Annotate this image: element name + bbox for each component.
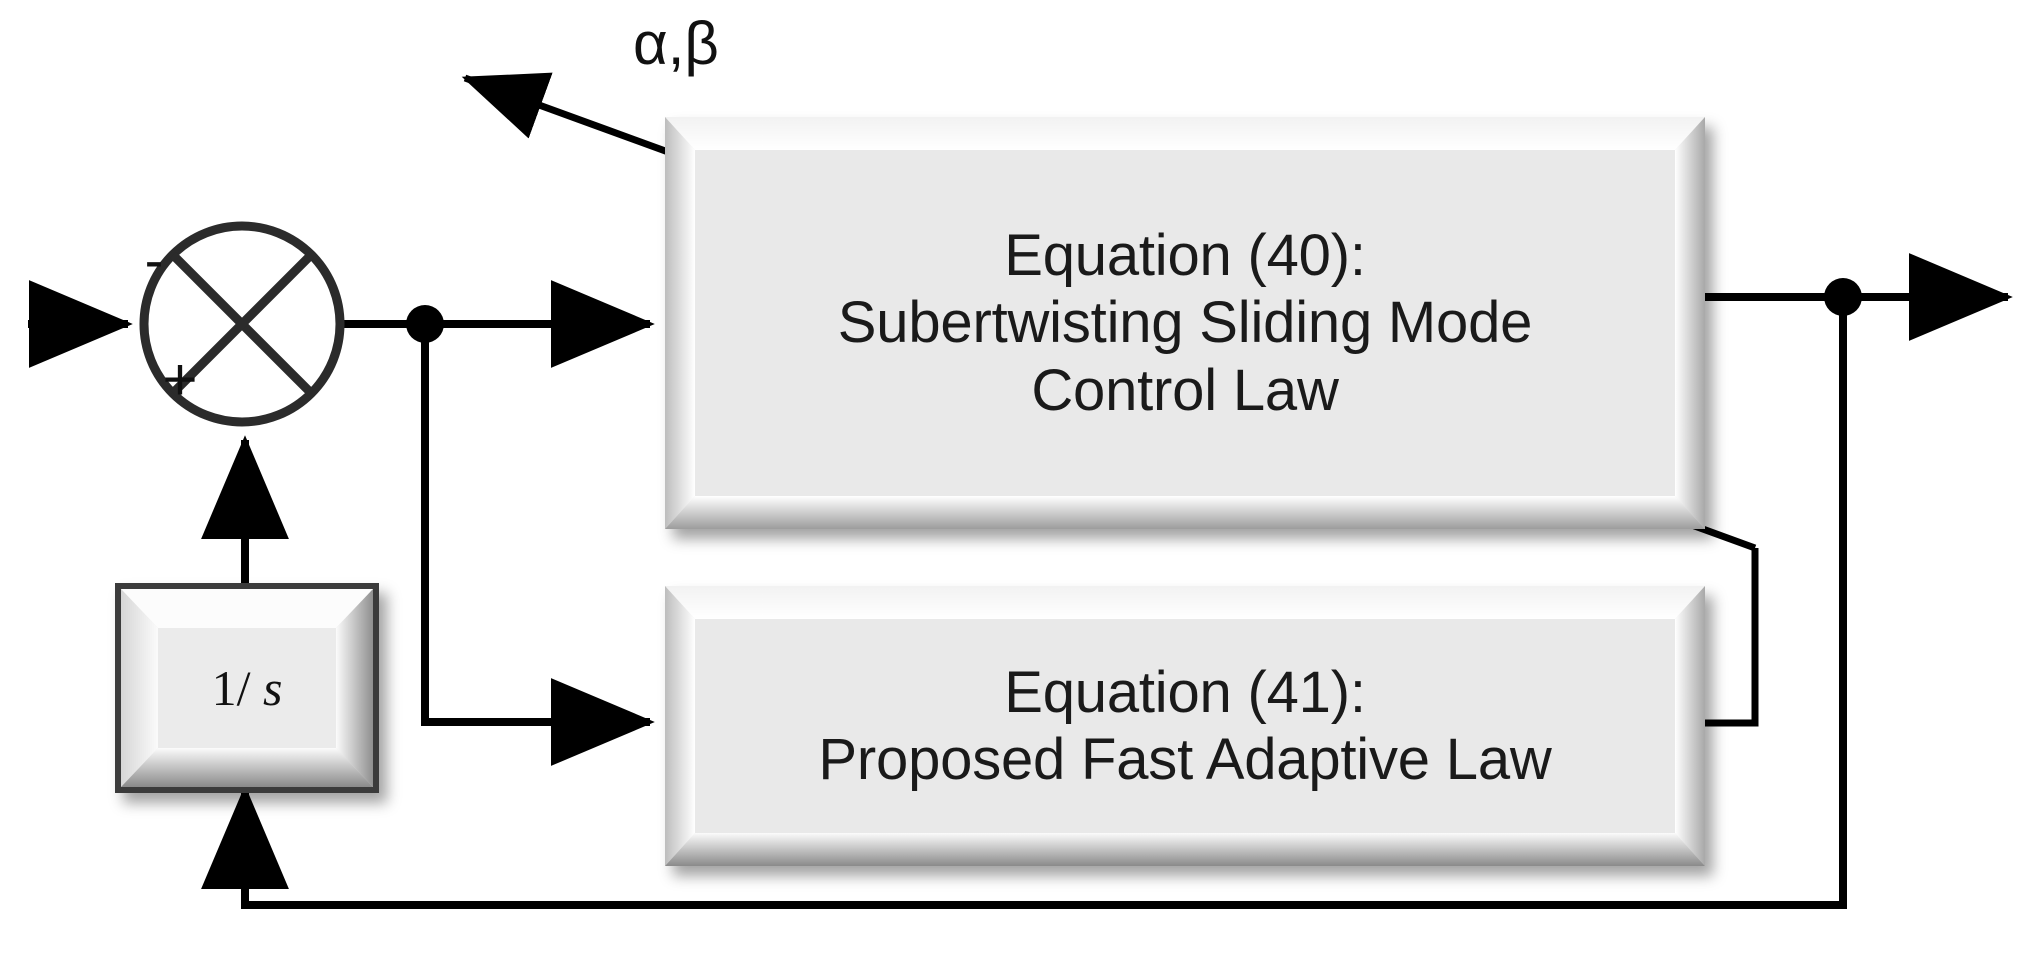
equation-41-block-text: Equation (41): Proposed Fast Adaptive La…	[665, 659, 1705, 794]
alpha-beta-label: α,β	[633, 10, 719, 77]
equation-40-line-2: Subertwisting Sliding Mode	[837, 290, 1533, 356]
summing-junction-minus-sign: -	[144, 228, 164, 291]
integrator-numerator: 1/	[211, 660, 251, 716]
equation-40-block-text: Equation (40): Subertwisting Sliding Mod…	[665, 222, 1705, 424]
equation-40-line-3: Control Law	[1031, 357, 1339, 423]
integrator-variable: s	[262, 660, 283, 716]
wire-branch-to-equation41	[421, 324, 655, 766]
integrator-block[interactable]: 1/ s	[118, 586, 376, 790]
equation-40-line-1: Equation (40):	[1004, 223, 1366, 289]
equation-41-line-1: Equation (41):	[1004, 659, 1366, 725]
integrator-label: 1/ s	[118, 586, 376, 790]
branch-dot-control-signal	[406, 305, 444, 343]
branch-dot-output-signal	[1824, 278, 1862, 316]
equation-41-block[interactable]: Equation (41): Proposed Fast Adaptive La…	[665, 586, 1705, 866]
wire-output-feedback	[201, 297, 1847, 909]
summing-junction-cross-b	[169, 251, 315, 397]
equation-41-line-2: Proposed Fast Adaptive Law	[818, 727, 1552, 792]
summing-junction-plus-sign: +	[162, 346, 198, 413]
equation-40-block[interactable]: Equation (40): Subertwisting Sliding Mod…	[665, 117, 1705, 529]
summing-junction	[139, 221, 345, 427]
